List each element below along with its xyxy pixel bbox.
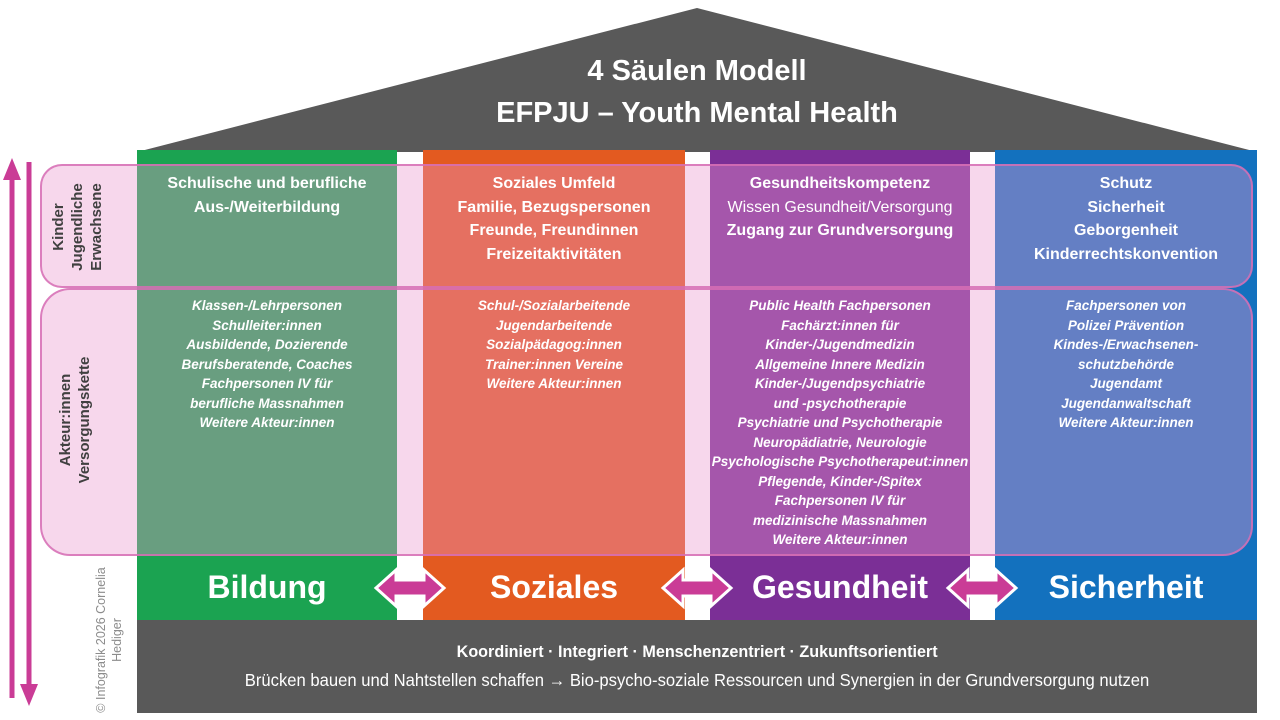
text-line: Schul-/Sozialarbeitende (477, 298, 631, 313)
text-line: medizinische Massnahmen (752, 512, 928, 528)
text-line: Wissen Gesundheit/Versorgung (727, 198, 953, 216)
vertical-flow-arrows-icon (3, 158, 38, 706)
footer-bar: Koordiniert · Integriert · Menschenzentr… (137, 620, 1257, 713)
pillar-gesundheit-label: Gesundheit (751, 568, 928, 605)
main-title-line1: 4 Säulen Modell (587, 55, 807, 87)
text-line: Berufsberatende, Coaches (181, 356, 353, 372)
copyright-note: © Infografik 2026 Cornelia Hediger (94, 567, 124, 713)
pillar-bildung (137, 150, 397, 620)
band-target-groups (40, 164, 1253, 288)
text-line: Sozialpädagog:innen (486, 337, 622, 352)
text-line: Kinderrechtskonvention (1033, 245, 1219, 263)
pillar-sicherheit-label: Sicherheit (1048, 568, 1204, 605)
text-line: Schulleiter:innen (212, 317, 322, 333)
double-arrow-icon (660, 566, 734, 610)
text-line: Soziales Umfeld (492, 175, 616, 192)
footer-statement: Brücken bauen und Nahtstellen schaffen →… (244, 670, 1150, 690)
text-line: Neuropädiatrie, Neurologie (753, 434, 927, 450)
text-line: und -psychotherapie (773, 395, 907, 411)
text-line: berufliche Massnahmen (190, 395, 344, 411)
text-line: Weitere Akteur:innen (486, 376, 622, 391)
text-line: Aus-/Weiterbildung (193, 198, 341, 216)
band1-side-label: Kinder Jugendliche Erwachsene (49, 183, 105, 271)
text-line: Psychiatrie und Psychotherapie (737, 415, 943, 430)
text-line: Familie, Bezugspersonen (457, 198, 651, 216)
band2-side-label: Akteur:innen Versorgungskette (57, 356, 93, 484)
text-line: Polizei Prävention (1067, 317, 1185, 333)
text-line: Schutz (1099, 175, 1153, 192)
text-line: Ausbildende, Dozierende (186, 337, 348, 352)
double-arrow-icon (373, 566, 447, 610)
text-line: Jugendarbeitende (495, 317, 613, 333)
text-line: Kinder-/Jugendpsychiatrie (754, 376, 926, 391)
text-line: Fachpersonen IV für (774, 493, 906, 508)
text-line: Allgemeine Innere Medizin (755, 356, 925, 372)
text-line: Fachpersonen IV für (201, 376, 333, 391)
pillar-bildung-label: Bildung (207, 568, 327, 605)
text-line: Weitere Akteur:innen (1058, 415, 1194, 430)
main-title-line2: EFPJU – Youth Mental Health (496, 97, 898, 129)
text-line: Schulische und berufliche (167, 175, 367, 192)
pillar-soziales (423, 150, 685, 620)
text-line: Weitere Akteur:innen (772, 532, 908, 547)
text-line: Freizeitaktivitäten (486, 245, 622, 263)
text-line: Jugendanwaltschaft (1061, 395, 1191, 411)
text-line: Psychologische Psychotherapeut:innen (711, 454, 969, 469)
text-line: Freunde, Freundinnen (469, 222, 639, 239)
double-arrow-icon (945, 566, 1019, 610)
text-line: Public Health Fachpersonen (749, 298, 931, 313)
text-line: Geborgenheit (1073, 222, 1178, 239)
text-line: Sicherheit (1087, 198, 1165, 216)
text-line: Zugang zur Grundversorgung (726, 222, 954, 239)
text-line: Trainer:innen Vereine (484, 356, 624, 372)
text-line: Kindes-/Erwachsenen- (1053, 337, 1199, 352)
pillar-soziales-label: Soziales (489, 568, 619, 605)
text-line: Fachpersonen von (1065, 298, 1187, 313)
text-line: Jugendamt (1089, 376, 1162, 391)
text-line: Gesundheitskompetenz (749, 175, 931, 192)
text-line: Pflegende, Kinder-/Spitex (758, 473, 922, 489)
text-line: schutzbehörde (1077, 356, 1174, 372)
text-line: Fachärzt:innen für (781, 317, 899, 333)
band-actors (40, 288, 1253, 556)
pillar-gesundheit (710, 150, 970, 620)
text-line: Klassen-/Lehrpersonen (191, 298, 343, 313)
text-line: Weitere Akteur:innen (199, 415, 335, 430)
footer-principles: Koordiniert · Integriert · Menschenzentr… (456, 642, 938, 661)
pillar-sicherheit (995, 150, 1257, 620)
text-line: Kinder-/Jugendmedizin (765, 337, 915, 352)
